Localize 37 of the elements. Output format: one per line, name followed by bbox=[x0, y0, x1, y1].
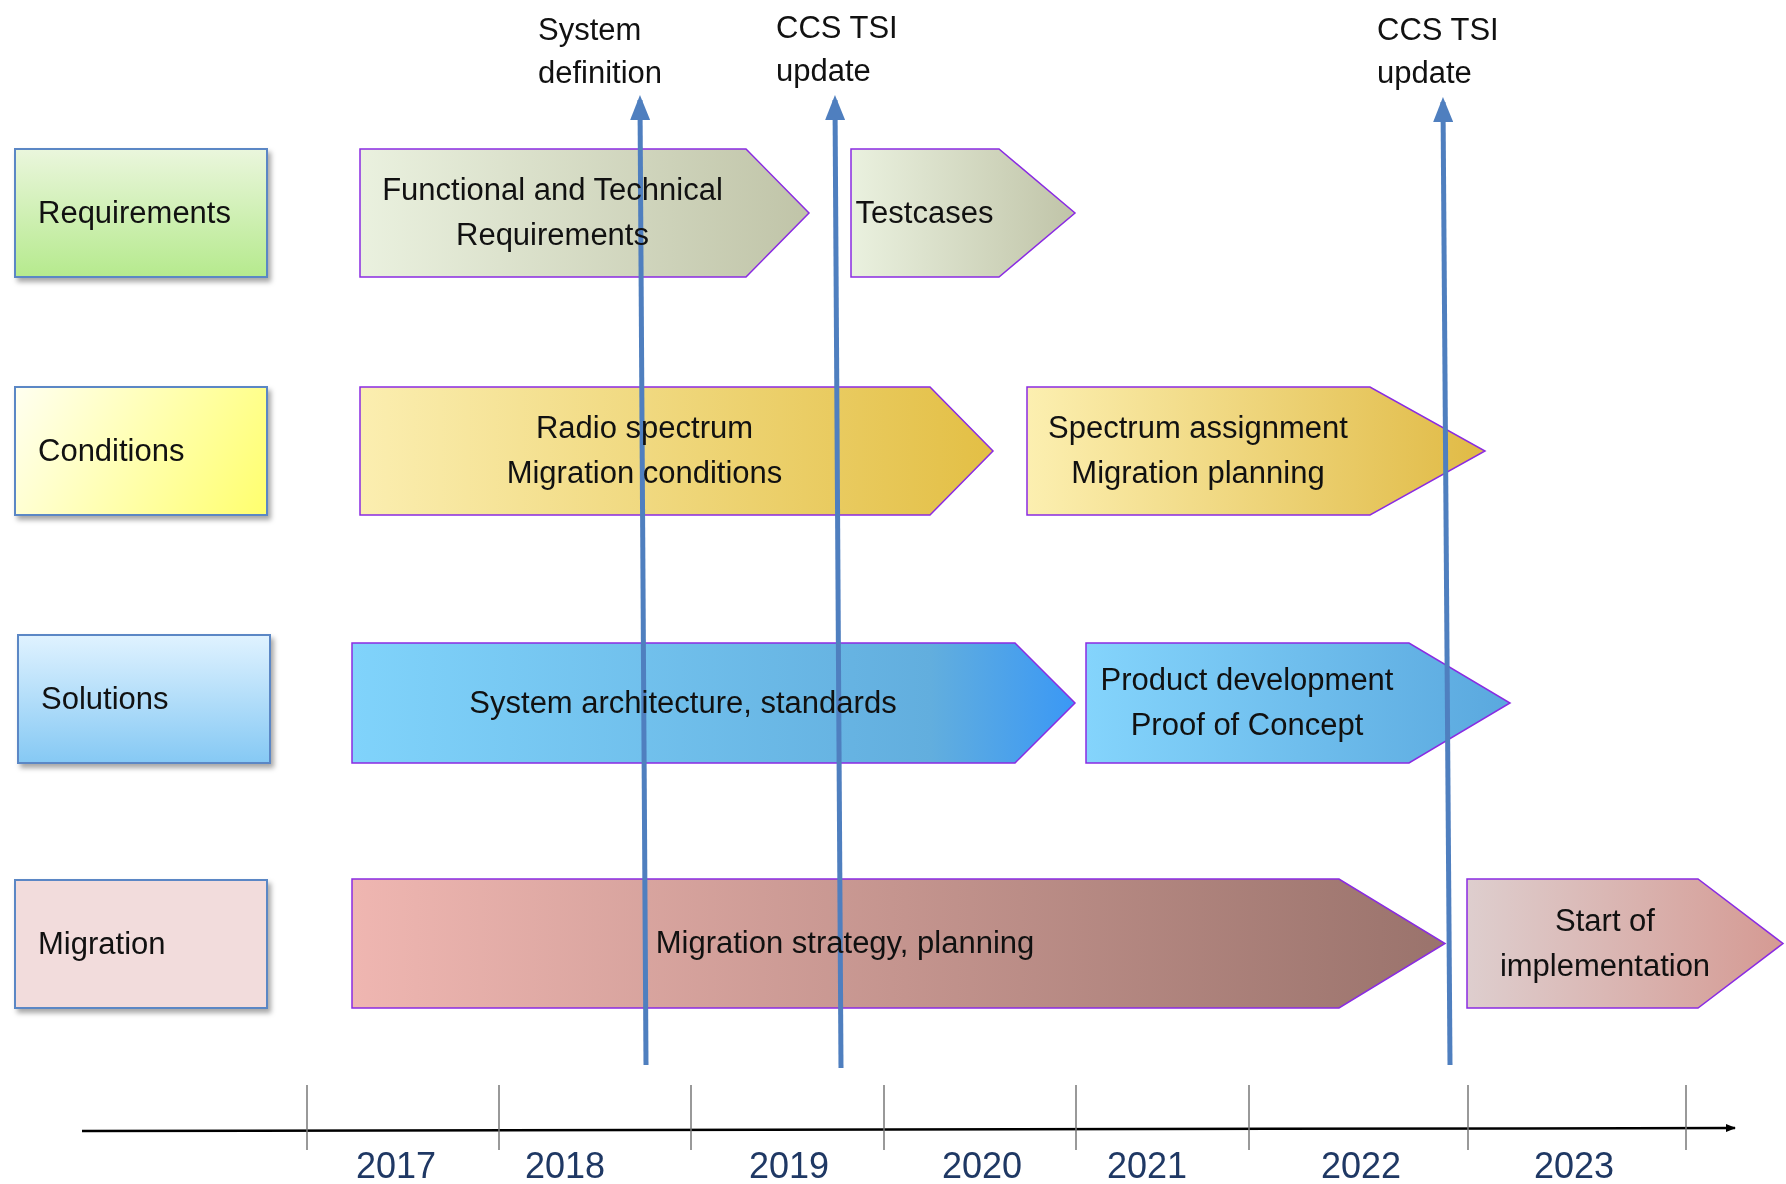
year-label: 2022 bbox=[1320, 1145, 1402, 1184]
milestone-arrow bbox=[825, 95, 846, 1068]
year-label: 2020 bbox=[941, 1145, 1023, 1184]
category-label: Conditions bbox=[37, 433, 185, 469]
year-label: 2019 bbox=[748, 1145, 830, 1184]
phase-label: Product development bbox=[1100, 661, 1394, 700]
chevron-arrow bbox=[1085, 642, 1511, 764]
category-box bbox=[14, 148, 268, 278]
phase-label: Start of implementation bbox=[1498, 901, 1712, 985]
milestone-label: CCS TSI update bbox=[1377, 8, 1517, 100]
category-box bbox=[14, 386, 268, 516]
chevron-arrow bbox=[1026, 386, 1486, 516]
year-label: 2018 bbox=[524, 1145, 606, 1184]
phase-label: System architecture, standards bbox=[469, 683, 897, 722]
milestone-label: CCS TSI update bbox=[776, 6, 916, 98]
category-label: Migration bbox=[37, 926, 166, 962]
year-label: 2023 bbox=[1533, 1145, 1615, 1184]
chevron-arrow bbox=[359, 148, 810, 278]
category-box bbox=[17, 634, 271, 764]
phase-label: Testcases bbox=[855, 193, 994, 232]
milestone-arrow bbox=[630, 95, 651, 1065]
category-box bbox=[14, 879, 268, 1009]
chevron-arrow bbox=[351, 642, 1076, 764]
phase-label: Proof of Concept bbox=[1130, 706, 1364, 744]
milestone-label: System definition bbox=[538, 8, 708, 98]
phase-label: Migration conditions bbox=[506, 454, 783, 492]
chevron-arrow bbox=[850, 148, 1076, 278]
phase-label: Migration planning bbox=[1071, 454, 1325, 492]
category-label: Solutions bbox=[40, 681, 169, 717]
milestone-arrow bbox=[1433, 97, 1454, 1065]
year-label: 2017 bbox=[355, 1145, 437, 1184]
year-label: 2021 bbox=[1106, 1145, 1188, 1184]
category-label: Requirements bbox=[37, 195, 231, 231]
chevron-arrow bbox=[351, 878, 1446, 1009]
phase-label: Spectrum assignment bbox=[1048, 409, 1348, 448]
chevron-arrow bbox=[359, 386, 994, 516]
chevron-arrow bbox=[1466, 878, 1784, 1009]
